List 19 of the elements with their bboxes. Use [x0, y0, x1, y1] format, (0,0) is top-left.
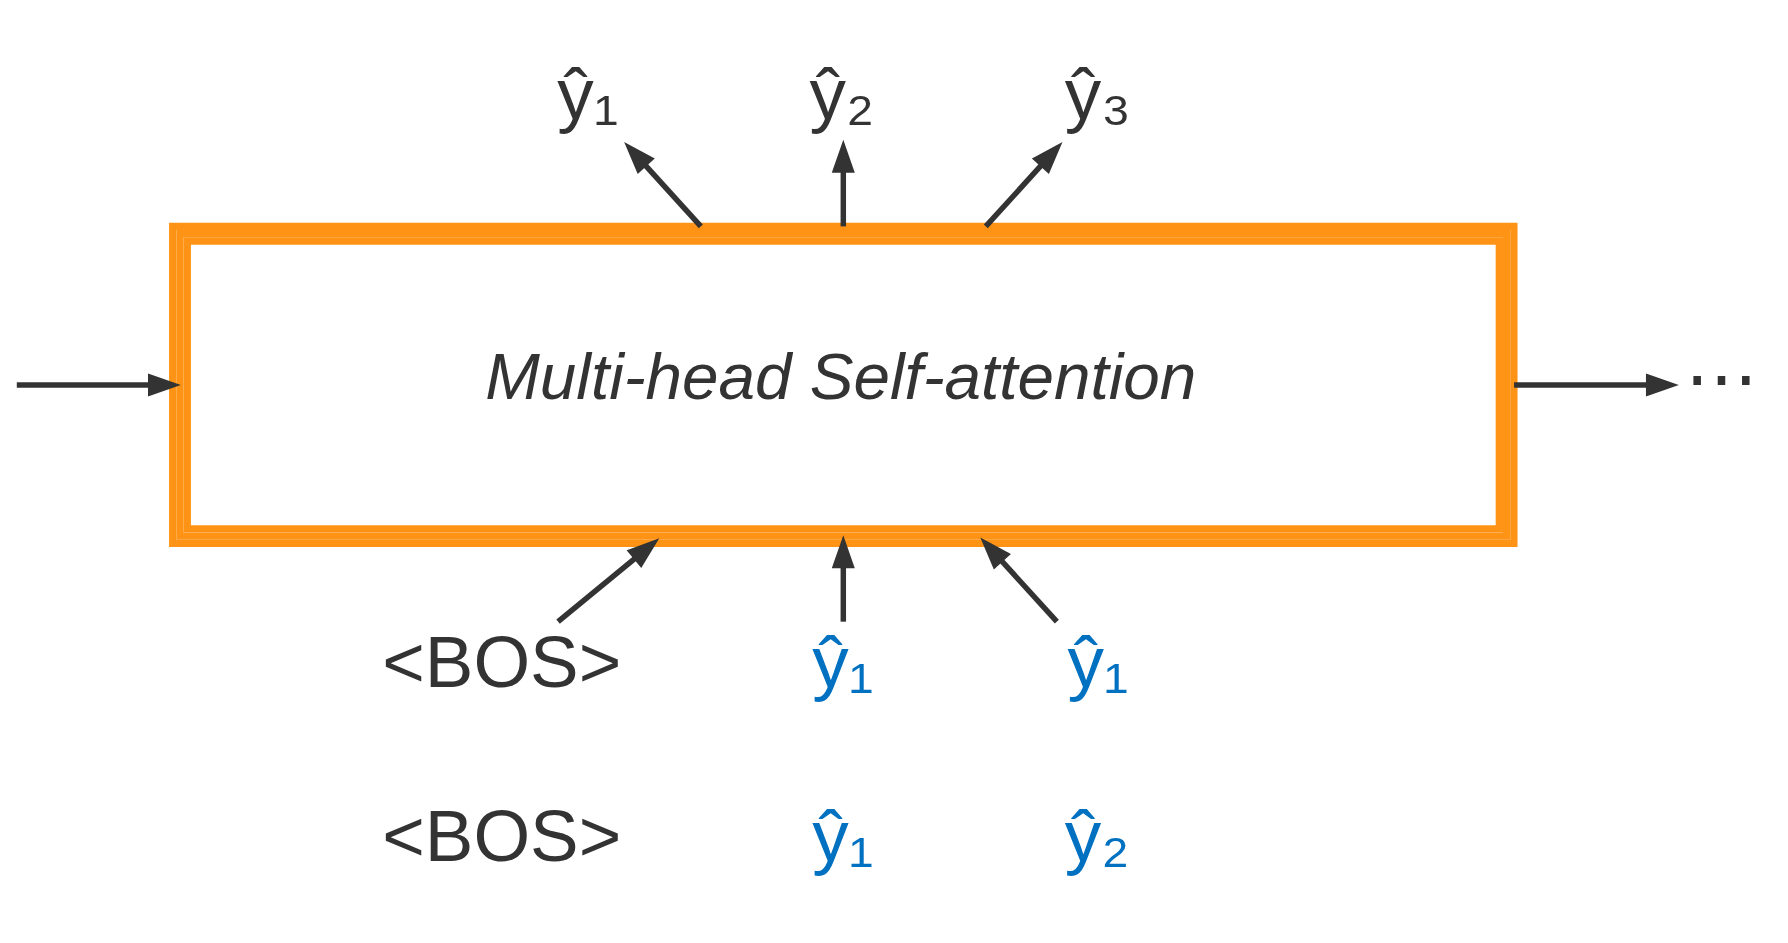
arrow [980, 537, 1059, 624]
label: <BOS> [382, 794, 622, 876]
node-text: <BOS> [382, 621, 622, 703]
arrow [16, 373, 181, 397]
node-text: ŷ₁ [1067, 621, 1129, 703]
arrow [556, 538, 660, 624]
label: ŷ₁ [812, 794, 874, 876]
label: ŷ₂ [1064, 794, 1130, 876]
arrow [983, 142, 1063, 229]
node-text: ⋯ [1685, 337, 1759, 419]
arrow [831, 535, 855, 622]
node-text: ŷ₁ [557, 52, 619, 134]
arrow [831, 139, 855, 227]
arrow [624, 142, 703, 229]
node-box: Multi-head Self-attention [169, 222, 1518, 548]
node-text: ŷ₂ [809, 52, 875, 134]
node-text: ŷ₃ [1064, 52, 1131, 134]
arrow [1514, 373, 1679, 397]
node-text: ŷ₁ [812, 621, 874, 703]
